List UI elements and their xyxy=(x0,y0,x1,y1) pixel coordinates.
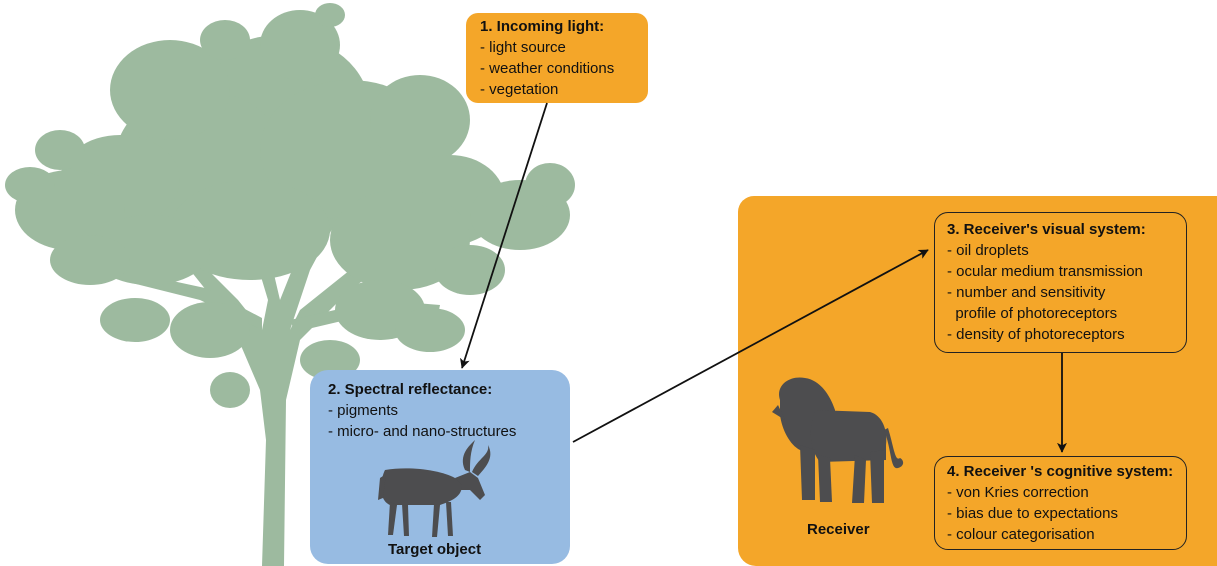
antelope-icon xyxy=(378,440,490,537)
lion-icon xyxy=(772,377,903,503)
receiver-caption: Receiver xyxy=(807,521,870,538)
target-object-caption: Target object xyxy=(388,541,481,558)
arrow-light-to-target xyxy=(462,103,547,368)
arrow-target-to-receiver xyxy=(573,250,928,442)
